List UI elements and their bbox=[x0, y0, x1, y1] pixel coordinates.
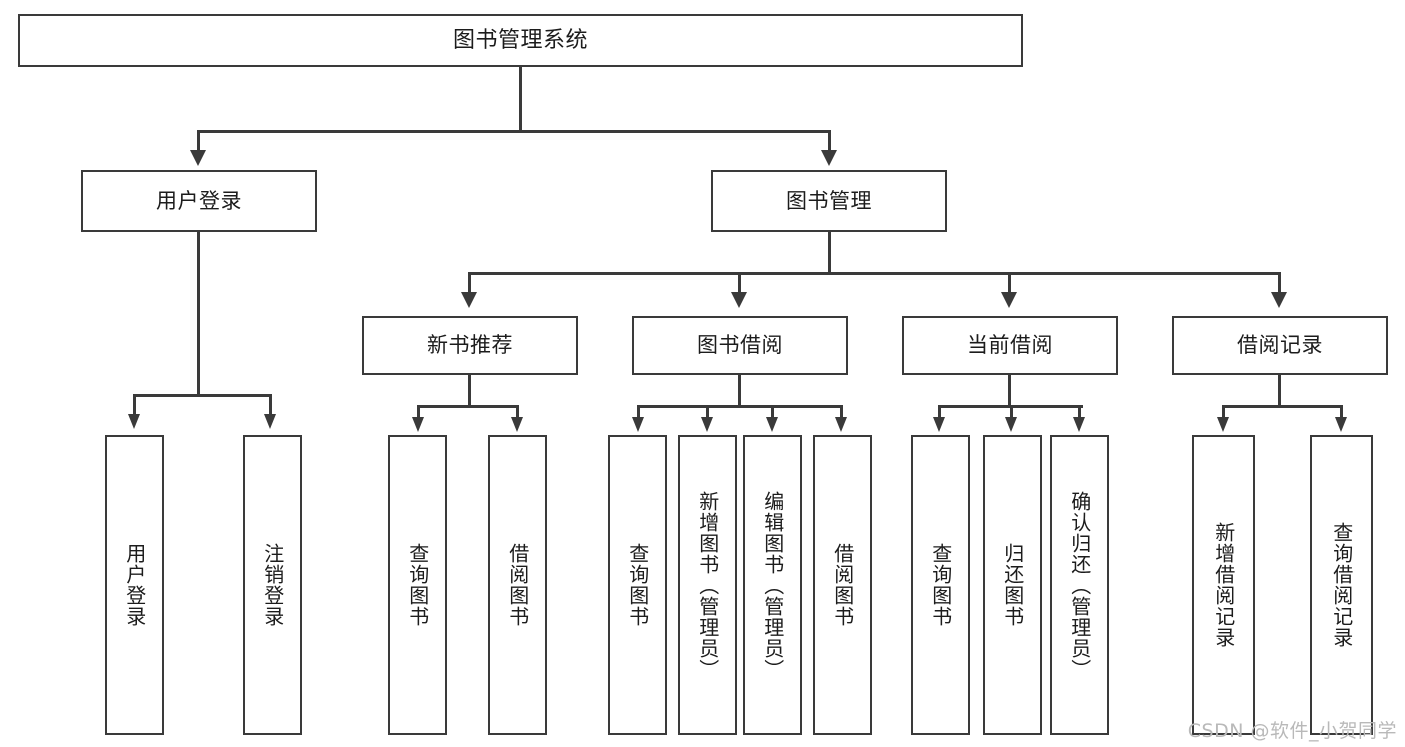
node-leaf-borrow-book-1[interactable]: 借阅图书 bbox=[488, 435, 547, 735]
edge-level2-drop-right bbox=[828, 130, 831, 152]
node-label: 借阅记录 bbox=[1237, 333, 1323, 358]
edge-new-book-stem bbox=[468, 375, 471, 407]
node-label: 查询图书 bbox=[928, 543, 953, 627]
edge-book-borrow-drop-2 bbox=[706, 405, 709, 420]
edge-level3-drop-1 bbox=[468, 272, 471, 294]
edge-book-manage-stem bbox=[828, 232, 831, 272]
edge-user-login-drop-1 bbox=[133, 394, 136, 416]
edge-new-book-bus bbox=[417, 405, 518, 408]
node-label: 借阅图书 bbox=[505, 543, 530, 627]
arrow-to-user-login bbox=[190, 150, 206, 166]
node-leaf-query-book-1[interactable]: 查询图书 bbox=[388, 435, 447, 735]
watermark-text: CSDN @软件_小贺同学 bbox=[1187, 720, 1397, 742]
node-label: 借阅图书 bbox=[830, 543, 855, 627]
node-current-borrow[interactable]: 当前借阅 bbox=[902, 316, 1118, 375]
node-leaf-query-book-2[interactable]: 查询图书 bbox=[608, 435, 667, 735]
edge-current-borrow-stem bbox=[1008, 375, 1011, 407]
node-label: 当前借阅 bbox=[967, 333, 1053, 358]
arrow-to-borrow-record bbox=[1271, 292, 1287, 308]
edge-borrow-record-drop-1 bbox=[1222, 405, 1225, 420]
node-user-login[interactable]: 用户登录 bbox=[81, 170, 317, 232]
node-label: 注销登录 bbox=[260, 543, 285, 627]
arrow-to-leaf-edit-book bbox=[766, 417, 778, 432]
node-label: 新增图书（管理员） bbox=[695, 490, 720, 680]
edge-level3-drop-3 bbox=[1008, 272, 1011, 294]
edge-level2-bus bbox=[197, 130, 831, 133]
node-label: 用户登录 bbox=[156, 188, 242, 213]
arrow-to-leaf-logout bbox=[264, 414, 276, 429]
edge-book-borrow-drop-1 bbox=[637, 405, 640, 420]
edge-new-book-drop-1 bbox=[417, 405, 420, 420]
edge-borrow-record-bus bbox=[1222, 405, 1342, 408]
edge-borrow-record-drop-2 bbox=[1340, 405, 1343, 420]
edge-current-borrow-drop-1 bbox=[938, 405, 941, 420]
edge-book-borrow-drop-3 bbox=[771, 405, 774, 420]
node-leaf-borrow-book-2[interactable]: 借阅图书 bbox=[813, 435, 872, 735]
node-leaf-confirm-return[interactable]: 确认归还（管理员） bbox=[1050, 435, 1109, 735]
node-label: 图书管理系统 bbox=[452, 27, 588, 53]
edge-book-borrow-drop-4 bbox=[840, 405, 843, 420]
arrow-to-leaf-confirm-return bbox=[1073, 417, 1085, 432]
edge-new-book-drop-2 bbox=[516, 405, 519, 420]
node-leaf-return-book[interactable]: 归还图书 bbox=[983, 435, 1042, 735]
node-label: 查询图书 bbox=[405, 543, 430, 627]
arrow-to-leaf-borrow-book-2 bbox=[835, 417, 847, 432]
node-label: 用户登录 bbox=[122, 543, 147, 627]
node-label: 编辑图书（管理员） bbox=[760, 490, 785, 680]
node-leaf-query-book-3[interactable]: 查询图书 bbox=[911, 435, 970, 735]
edge-level3-drop-4 bbox=[1278, 272, 1281, 294]
arrow-to-leaf-add-book bbox=[701, 417, 713, 432]
arrow-to-leaf-return-book bbox=[1005, 417, 1017, 432]
node-leaf-add-book[interactable]: 新增图书（管理员） bbox=[678, 435, 737, 735]
arrow-to-leaf-query-book-1 bbox=[412, 417, 424, 432]
node-borrow-record[interactable]: 借阅记录 bbox=[1172, 316, 1388, 375]
edge-current-borrow-drop-2 bbox=[1010, 405, 1013, 420]
edge-user-login-stem bbox=[197, 232, 200, 394]
node-leaf-logout[interactable]: 注销登录 bbox=[243, 435, 302, 735]
node-label: 图书借阅 bbox=[697, 333, 783, 358]
node-leaf-query-record[interactable]: 查询借阅记录 bbox=[1310, 435, 1373, 735]
arrow-to-book-manage bbox=[821, 150, 837, 166]
edge-book-borrow-stem bbox=[738, 375, 741, 407]
edge-level3-drop-2 bbox=[738, 272, 741, 294]
node-label: 新书推荐 bbox=[427, 333, 513, 358]
node-label: 查询图书 bbox=[625, 543, 650, 627]
node-label: 确认归还（管理员） bbox=[1067, 490, 1092, 680]
node-book-borrow[interactable]: 图书借阅 bbox=[632, 316, 848, 375]
node-leaf-edit-book[interactable]: 编辑图书（管理员） bbox=[743, 435, 802, 735]
edge-borrow-record-stem bbox=[1278, 375, 1281, 407]
arrow-to-current-borrow bbox=[1001, 292, 1017, 308]
arrow-to-leaf-query-record bbox=[1335, 417, 1347, 432]
arrow-to-new-book-recommend bbox=[461, 292, 477, 308]
arrow-to-leaf-query-book-3 bbox=[933, 417, 945, 432]
arrow-to-leaf-query-book-2 bbox=[632, 417, 644, 432]
arrow-to-leaf-borrow-book-1 bbox=[511, 417, 523, 432]
edge-level3-bus bbox=[468, 272, 1280, 275]
arrow-to-book-borrow bbox=[731, 292, 747, 308]
arrow-to-leaf-user-login bbox=[128, 414, 140, 429]
node-leaf-add-record[interactable]: 新增借阅记录 bbox=[1192, 435, 1255, 735]
node-label: 查询借阅记录 bbox=[1329, 522, 1354, 648]
edge-user-login-bus bbox=[133, 394, 272, 397]
edge-root-stem bbox=[519, 67, 522, 130]
node-label: 图书管理 bbox=[786, 188, 872, 213]
node-leaf-user-login[interactable]: 用户登录 bbox=[105, 435, 164, 735]
node-label: 归还图书 bbox=[1000, 543, 1025, 627]
edge-level2-drop-left bbox=[197, 130, 200, 152]
arrow-to-leaf-add-record bbox=[1217, 417, 1229, 432]
node-book-manage[interactable]: 图书管理 bbox=[711, 170, 947, 232]
node-label: 新增借阅记录 bbox=[1211, 522, 1236, 648]
node-root-system[interactable]: 图书管理系统 bbox=[18, 14, 1023, 67]
edge-user-login-drop-2 bbox=[269, 394, 272, 416]
node-new-book-recommend[interactable]: 新书推荐 bbox=[362, 316, 578, 375]
edge-book-borrow-bus bbox=[637, 405, 842, 408]
edge-current-borrow-drop-3 bbox=[1078, 405, 1081, 420]
